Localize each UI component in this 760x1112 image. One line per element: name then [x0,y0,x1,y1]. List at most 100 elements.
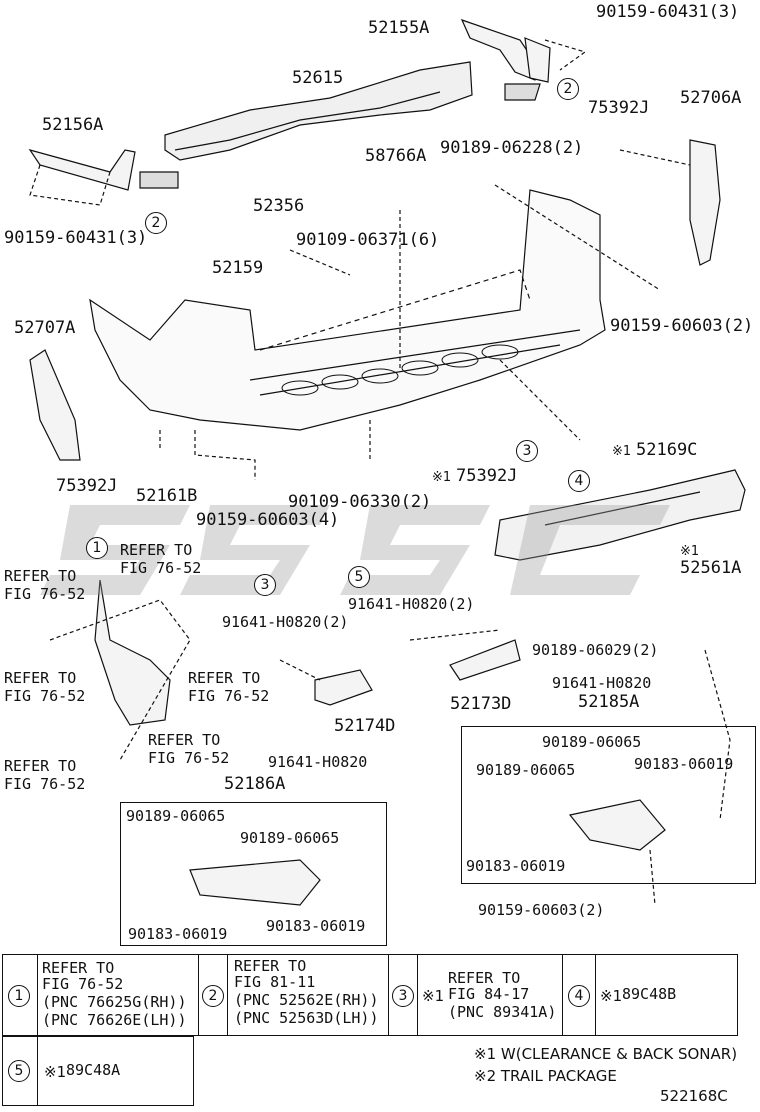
label-75392J-left: 75392J [56,476,118,496]
legend-cell-c5 [2,1036,38,1106]
fig-76-52-2: FIG 76-52 [4,585,86,603]
protector-52174D [314,669,373,706]
label-90109-06330: 90109-06330(2) [288,492,432,512]
legend-cell-c4 [562,954,596,1036]
note-2: ※2 TRAIL PACKAGE [474,1067,617,1085]
callout-3-upper: 3 [516,440,538,462]
callout-2-top: 2 [557,78,579,100]
legend-2-line2: FIG 81-11 [234,973,316,991]
note-1: ※1 W(CLEARANCE & BACK SONAR) [474,1045,738,1063]
label-90159-60431-top: 90159-60431(3) [596,2,740,22]
cover-52185A [568,799,666,851]
label-90189-06065-r2: 90189-06065 [476,761,576,779]
label-52356: 52356 [253,196,305,216]
step-pad-52169C [494,469,746,561]
label-90159-60603-bottom: 90159-60603(2) [478,901,605,919]
fig-76-52-1: FIG 76-52 [120,559,202,577]
label-90183-06019-l1: 90183-06019 [128,925,228,943]
label-52615: 52615 [292,68,344,88]
retainer-52706A [689,139,721,266]
fig-76-52-3: FIG 76-52 [4,687,86,705]
label-91641-H0820-2b: 91641-H0820(2) [222,613,349,631]
cover-52186A [189,859,321,906]
label-58766A: 58766A [365,146,427,166]
legend-1-line3: (PNC 76625G(RH)) [42,993,187,1011]
legend-table: 1 REFER TO FIG 76-52 (PNC 76625G(RH)) (P… [2,954,738,1106]
label-52707A: 52707A [14,318,76,338]
legend-5-prefix: ※1 [44,1063,67,1081]
bracket-52156A [28,148,136,191]
refer-to-3: REFER TO [4,669,77,687]
label-52174D: 52174D [334,716,396,736]
legend-2-line3: (PNC 52562E(RH)) [234,991,379,1009]
refer-to-6: REFER TO [4,757,77,775]
legend-callout-4: 4 [568,985,590,1007]
legend-1-line4: (PNC 76626E(LH)) [42,1011,187,1029]
legend-callout-2: 2 [202,985,224,1007]
label-52185A: 52185A [578,692,640,712]
refer-to-5: REFER TO [148,731,221,749]
asterisk-75392J-mid: ※1 [432,470,452,485]
label-91641-H0820-a: 91641-H0820 [552,674,652,692]
legend-3-line3: (PNC 89341A) [448,1003,557,1021]
label-52706A: 52706A [680,88,742,108]
retainer-52707A [29,349,81,461]
legend-cell-c2 [198,954,228,1036]
label-75392J-mid: 75392J [456,466,518,486]
legend-callout-1: 1 [8,985,30,1007]
label-90159-60603-4: 90159-60603(4) [196,510,340,530]
legend-3-line1: REFER TO [448,969,521,987]
label-52155A: 52155A [368,18,430,38]
label-90183-06019-r2: 90183-06019 [466,857,566,875]
legend-3-line2: FIG 84-17 [448,985,530,1003]
asterisk-52561A: ※1 [680,544,700,559]
legend-cell-c1 [2,954,38,1036]
label-91641-H0820-b: 91641-H0820 [268,753,368,771]
callout-5: 5 [348,566,370,588]
label-90189-06065-l1: 90189-06065 [126,807,226,825]
label-52186A: 52186A [224,774,286,794]
label-90189-06228: 90189-06228(2) [440,138,584,158]
label-52561A: 52561A [680,558,742,578]
legend-4-part: 89C48B [622,985,677,1003]
fig-76-52-6: FIG 76-52 [4,775,86,793]
bracket-52155A [460,18,541,81]
legend-5-part: 89C48A [66,1061,121,1079]
callout-2-left: 2 [145,212,167,234]
label-90189-06029: 90189-06029(2) [532,641,659,659]
legend-cell-c3 [388,954,418,1036]
refer-to-1: REFER TO [120,541,193,559]
watermark-logo [40,505,670,595]
label-90159-60431-left: 90159-60431(3) [4,228,148,248]
fig-76-52-4: FIG 76-52 [188,687,270,705]
figure-id: 522168C [660,1087,728,1105]
asterisk-52169C: ※1 [612,444,632,459]
legend-2-line1: REFER TO [234,957,307,975]
fig-76-52-5: FIG 76-52 [148,749,230,767]
protector-52173D [449,639,521,681]
legend-3-prefix: ※1 [422,987,445,1005]
bumper-cover-52159 [89,189,606,431]
label-90159-60603-right: 90159-60603(2) [610,316,754,336]
label-90183-06019-r1: 90183-06019 [634,755,734,773]
legend-1-line1: REFER TO [42,959,115,977]
legend-1-line2: FIG 76-52 [42,975,124,993]
box-52185A [461,726,756,884]
label-90109-06371: 90109-06371(6) [296,230,440,250]
box-52186A [120,802,387,946]
callout-4-upper: 4 [568,470,590,492]
refer-to-2: REFER TO [4,567,77,585]
legend-callout-3: 3 [392,985,414,1007]
refer-to-4: REFER TO [188,669,261,687]
label-91641-H0820-2a: 91641-H0820(2) [348,595,475,613]
label-90189-06065-l2: 90189-06065 [240,829,340,847]
label-52173D: 52173D [450,694,512,714]
label-75392J-top: 75392J [588,98,650,118]
callout-1: 1 [86,537,108,559]
label-52156A: 52156A [42,115,104,135]
legend-callout-5: 5 [8,1060,30,1082]
legend-4-prefix: ※1 [600,987,623,1005]
label-52169C: 52169C [636,440,698,460]
reinforcement-52615 [164,61,473,161]
